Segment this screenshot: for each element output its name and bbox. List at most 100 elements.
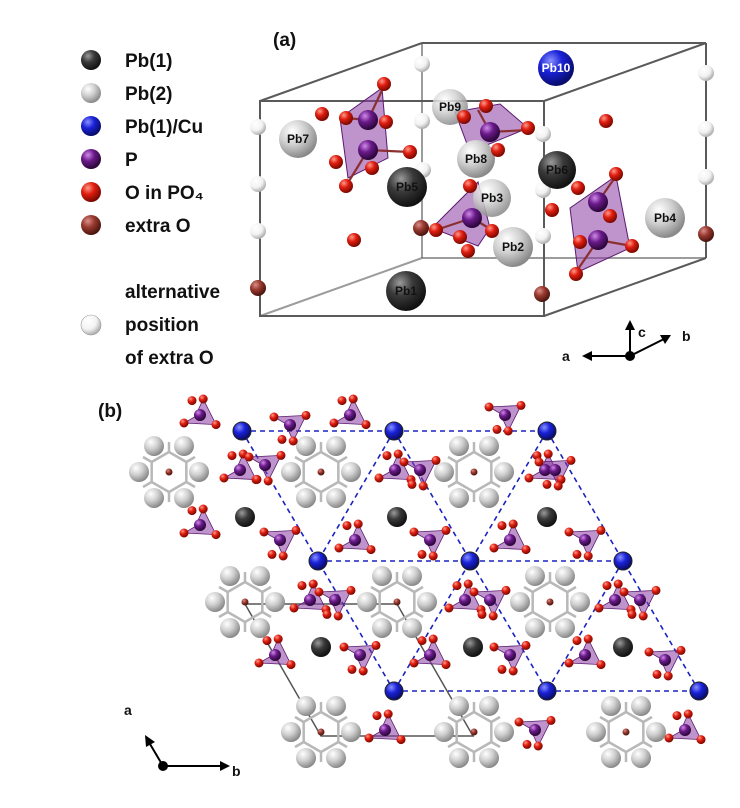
o-atom — [333, 611, 343, 621]
o-atom — [301, 410, 311, 420]
pb2-bond — [142, 480, 153, 489]
alt-o-atom — [535, 126, 551, 142]
pb2-bond — [447, 715, 458, 724]
o-atom — [543, 449, 553, 459]
extra-o-atom — [317, 468, 325, 476]
p-atom — [284, 419, 296, 431]
legend-swatch-pb1 — [81, 50, 101, 70]
pb2-atom — [449, 436, 469, 457]
o-atom — [572, 636, 582, 646]
pb2-bond — [532, 610, 551, 624]
o-atom — [308, 579, 318, 589]
pb2-bond — [294, 455, 305, 464]
pb2-bond — [185, 480, 196, 489]
o-atom — [337, 396, 347, 406]
pb2-atom — [296, 487, 316, 508]
pb2-atom — [144, 436, 164, 457]
pb2-bond — [566, 610, 577, 619]
o-atom — [276, 450, 286, 460]
o-atom — [485, 224, 499, 238]
o-atom — [469, 587, 479, 597]
atom-pb5 — [387, 167, 427, 207]
pb2-atom — [494, 722, 514, 742]
alt-o-atom — [250, 119, 266, 135]
p-atom — [194, 409, 206, 421]
p-atom — [634, 594, 646, 606]
pb2-bond — [185, 455, 196, 464]
pb2-bond — [244, 580, 263, 594]
pbcu-atom — [384, 681, 404, 701]
pb2-atom — [555, 617, 575, 638]
pb2-atom — [144, 487, 164, 508]
o-atom — [571, 181, 585, 195]
o-atom — [198, 504, 208, 514]
pb2-bond — [447, 740, 458, 749]
pb2-bond — [142, 455, 153, 464]
pb2-atom — [402, 566, 422, 587]
panel-a: (a) Pb(1) Pb(2) Pb(1)/Cu P O in PO₄ extr… — [80, 30, 714, 369]
pb2-bond — [151, 450, 170, 464]
pb2-bond — [379, 610, 398, 624]
o-atom — [377, 77, 391, 91]
pb2-bond — [294, 480, 305, 489]
pb2-atom — [449, 487, 469, 508]
pb2-bond — [337, 740, 348, 749]
o-atom — [286, 660, 296, 670]
o-atom — [566, 455, 576, 465]
o-atom — [441, 660, 451, 670]
unit-cell-box — [259, 42, 707, 317]
p-atom — [679, 724, 691, 736]
o-atom — [347, 233, 361, 247]
pbcu-atom — [232, 421, 252, 441]
pb2-bond — [490, 455, 501, 464]
o-atom — [407, 479, 417, 489]
atom-pb2 — [493, 227, 533, 267]
axes-a: a c b — [562, 320, 691, 364]
pb2-bond — [642, 740, 653, 749]
pb2-atom — [296, 696, 316, 717]
o-atom — [263, 476, 273, 486]
alt-o-atom — [698, 121, 714, 137]
pbcu-atom — [537, 421, 557, 441]
pb2-bond — [320, 450, 339, 464]
pb2-atom — [189, 462, 209, 482]
o-atom — [417, 549, 427, 559]
legend: Pb(1) Pb(2) Pb(1)/Cu P O in PO₄ extra O … — [80, 50, 220, 369]
pbcu-atom — [537, 681, 557, 701]
o-atom — [346, 585, 356, 595]
p-atom — [484, 594, 496, 606]
o-atom — [187, 506, 197, 516]
o-atom — [365, 161, 379, 175]
o-atom — [545, 203, 559, 217]
pb2-atom — [631, 696, 651, 717]
pb2-atom — [525, 566, 545, 587]
alt-o-atom — [250, 176, 266, 192]
pb1-atom — [613, 637, 633, 657]
o-atom — [277, 434, 287, 444]
pb2-bond — [379, 580, 398, 594]
o-atom — [651, 585, 661, 595]
pb2-atom — [129, 462, 149, 482]
p-atom — [579, 649, 591, 661]
o-atom — [361, 420, 371, 430]
pb2-atom — [250, 617, 270, 638]
o-atom — [453, 230, 467, 244]
pb2-bond — [261, 610, 272, 619]
o-atom — [259, 527, 269, 537]
o-atom — [625, 239, 639, 253]
o-atom — [339, 642, 349, 652]
o-atom — [347, 664, 357, 674]
o-atom — [379, 115, 393, 129]
pb2-bond — [447, 480, 458, 489]
arrow-c-icon — [625, 320, 635, 330]
o-atom — [488, 611, 498, 621]
pb2-bond — [244, 610, 263, 624]
o-atom — [441, 525, 451, 535]
o-atom — [497, 521, 507, 531]
axis-label-b: b — [232, 763, 241, 779]
o-atom — [479, 99, 493, 113]
o-atom — [477, 609, 487, 619]
atom-label-pb5: Pb5 — [396, 180, 418, 194]
pb2-bond — [294, 715, 305, 724]
extra-o-atom — [546, 598, 554, 606]
